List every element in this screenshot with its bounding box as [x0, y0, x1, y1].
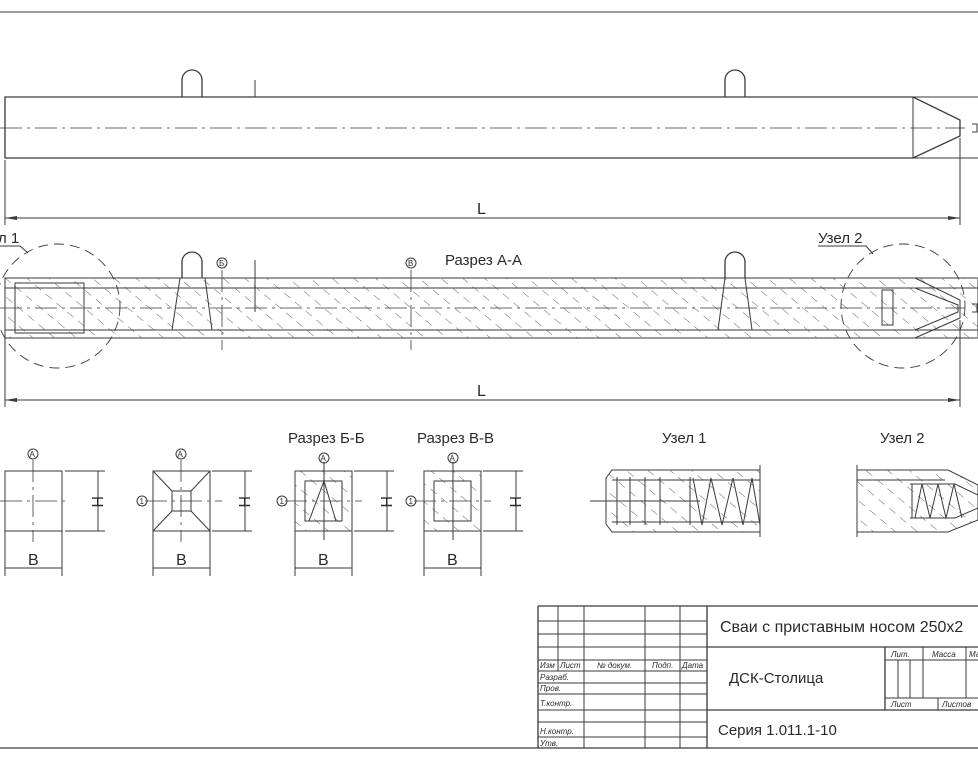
section-bb-title: Разрез Б-Б — [288, 430, 365, 447]
lifting-loop-left — [181, 69, 203, 97]
series-number: Серия 1.011.1-10 — [718, 722, 837, 739]
mass-label: Масса — [932, 650, 956, 659]
axis-mark-a: А — [450, 454, 456, 463]
cross-section-1: А — [0, 448, 70, 542]
role-approved: Утв. — [539, 739, 558, 748]
dimension-label-l-section: L — [477, 383, 486, 400]
pile-side-view — [0, 69, 978, 159]
cross-section-2: А 1 — [136, 448, 222, 542]
role-developer: Разраб. — [540, 673, 569, 682]
dimension-label-b: B — [176, 552, 187, 569]
dimension-label-h: H — [506, 496, 523, 508]
node2-callout: Узел 2 — [818, 230, 863, 247]
header-izm: Изм — [540, 661, 555, 670]
node2-title: Узел 2 — [880, 430, 925, 447]
cut-mark-v: В — [408, 259, 413, 268]
section-dimensions: H B H B H B H B — [4, 470, 523, 576]
section-aa-title: Разрез А-А — [445, 252, 522, 269]
cut-mark-b: Б — [219, 259, 224, 268]
dimension-length-section: L — [4, 320, 961, 407]
sheet-frame — [0, 11, 978, 749]
cross-section-vv: Разрез В-В А 1 — [405, 430, 494, 540]
dimension-label-h: H — [235, 496, 252, 508]
axis-mark-1: 1 — [280, 497, 285, 506]
node1-circle — [0, 243, 121, 369]
axis-mark-a: А — [321, 454, 327, 463]
header-date: Дата — [681, 661, 704, 670]
node1-detail: Узел 1 — [590, 430, 761, 537]
sheets-label: Листов — [941, 700, 971, 709]
axis-mark-a: А — [30, 450, 36, 459]
header-list: Лист — [559, 661, 581, 670]
dimension-label-h: H — [88, 496, 105, 508]
sheet-label: Лист — [890, 700, 912, 709]
header-doc-number: № докум. — [597, 661, 632, 670]
dimension-label-b: B — [318, 552, 329, 569]
node1-title: Узел 1 — [662, 430, 707, 447]
cross-section-bb: Разрез Б-Б А 1 — [276, 430, 365, 540]
dimension-label-h: H — [377, 496, 394, 508]
dimension-label-b: B — [447, 552, 458, 569]
dimension-label-l: L — [477, 201, 486, 218]
dimension-label-b: B — [28, 552, 39, 569]
organization-name: ДСК-Столица — [729, 670, 824, 687]
node2-detail: Узел 2 — [856, 430, 978, 537]
role-checker: Пров. — [540, 684, 561, 693]
section-vv-title: Разрез В-В — [417, 430, 494, 447]
dimension-length-top: L — [4, 138, 961, 225]
title-block: Изм Лист № докум. Подп. Дата Разраб. Про… — [537, 605, 978, 748]
lit-label: Лит. — [890, 650, 910, 659]
axis-mark-a: А — [178, 450, 184, 459]
role-tech-control: Т.контр. — [540, 699, 572, 708]
header-signature: Подп. — [652, 661, 673, 670]
node2-circle — [840, 243, 966, 369]
section-aa-view: Б В Разрез А-А л 1 Узел 2 — [0, 230, 978, 369]
role-norm-control: Н.контр. — [540, 727, 574, 736]
scale-label: Ма — [969, 650, 978, 659]
drawing-title: Сваи с приставным носом 250х2 — [720, 619, 963, 636]
lifting-loop-right — [724, 69, 746, 97]
axis-mark-1: 1 — [140, 497, 145, 506]
node1-callout: л 1 — [0, 230, 19, 247]
axis-mark-1: 1 — [409, 497, 414, 506]
